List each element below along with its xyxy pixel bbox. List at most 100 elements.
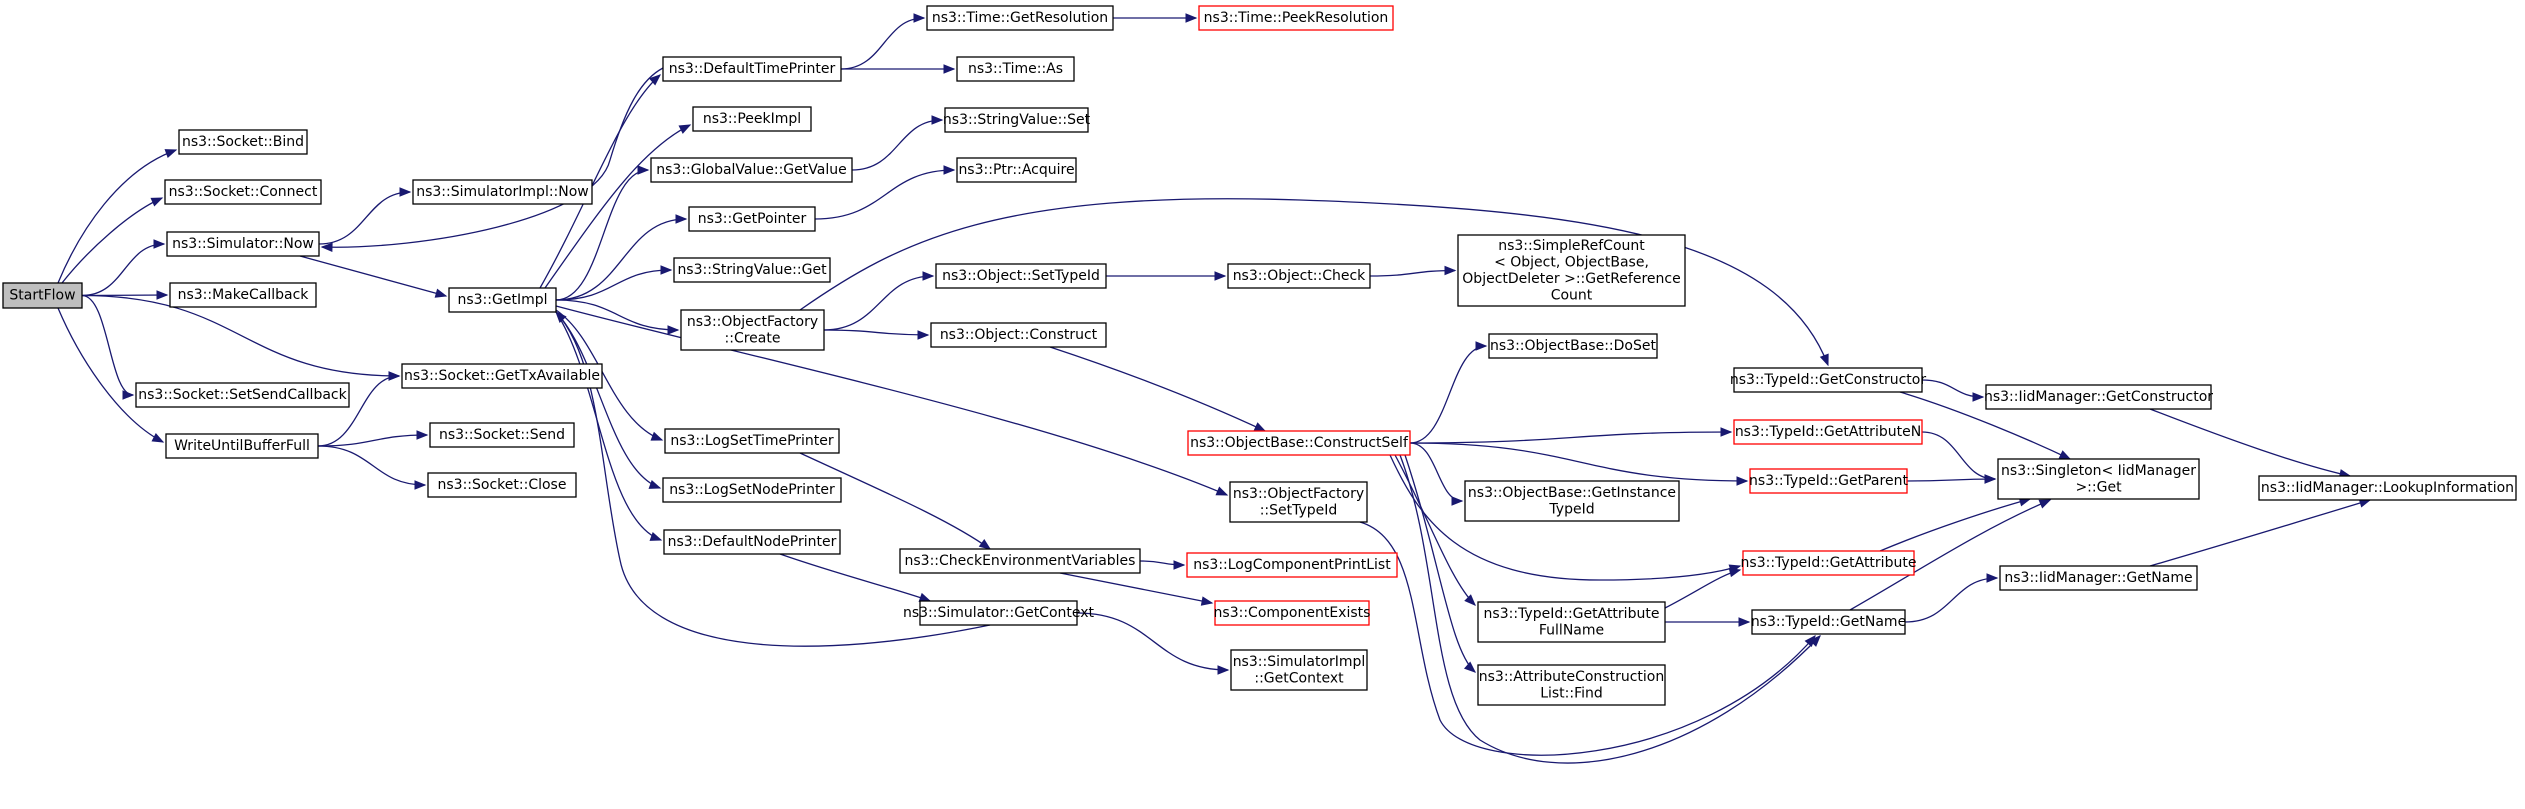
node-simplerefcount[interactable]: ns3::SimpleRefCount< Object, ObjectBase,… <box>1457 234 1686 307</box>
edge-line <box>555 305 1228 496</box>
node-singleton-get[interactable]: ns3::Singleton< IidManager>::Get <box>1997 458 2200 500</box>
node-box <box>1227 263 1371 289</box>
node-label: ns3::TypeId::GetParent <box>1749 473 1908 489</box>
node-socket-send[interactable]: ns3::Socket::Send <box>429 422 575 448</box>
node-time-peekresolution[interactable]: ns3::Time::PeekResolution <box>1198 5 1394 31</box>
node-getpointer[interactable]: ns3::GetPointer <box>688 206 816 232</box>
node-defaulttimeprinter[interactable]: ns3::DefaultTimePrinter <box>662 56 842 82</box>
node-socket-close[interactable]: ns3::Socket::Close <box>427 472 577 498</box>
node-logsetnodeprinter[interactable]: ns3::LogSetNodePrinter <box>662 477 842 503</box>
node-componentexists[interactable]: ns3::ComponentExists <box>1214 600 1371 626</box>
edge-line <box>779 553 931 602</box>
edge-line <box>1904 577 1998 623</box>
node-objectfactory-create[interactable]: ns3::ObjectFactory::Create <box>680 309 825 351</box>
edge-time-getresolution-to-time-peekresolution <box>1113 13 1198 23</box>
edge-line <box>555 309 663 441</box>
call-graph-edges <box>57 13 2372 764</box>
edge-object-check-to-simplerefcount <box>1369 265 1457 277</box>
node-makecallback[interactable]: ns3::MakeCallback <box>169 282 317 308</box>
node-writeuntilbufferfull[interactable]: WriteUntilBufferFull <box>165 433 319 459</box>
node-box <box>1733 419 1923 445</box>
edge-line <box>555 169 649 301</box>
node-simulator-now[interactable]: ns3::Simulator::Now <box>166 231 320 257</box>
edge-object-construct-to-objectbase-constructself <box>1049 346 1267 432</box>
node-label: ns3::SimpleRefCount <box>1498 238 1645 254</box>
edge-typeid-getname-to-singleton-get <box>1849 499 2052 611</box>
node-typeid-getattribute[interactable]: ns3::TypeId::GetAttribute <box>1741 550 1917 576</box>
node-objectfactory-settypeid[interactable]: ns3::ObjectFactory::SetTypeId <box>1229 481 1368 523</box>
node-label: ns3::LogComponentPrintList <box>1193 557 1391 573</box>
edge-arrowhead <box>1200 596 1214 606</box>
edge-typeid-getattributefullname-to-typeid-getname <box>1665 617 1751 627</box>
node-label: ns3::Simulator::Now <box>172 236 314 252</box>
node-ptr-acquire[interactable]: ns3::Ptr::Acquire <box>956 157 1077 183</box>
node-object-settypeid[interactable]: ns3::Object::SetTypeId <box>935 263 1107 289</box>
node-object-check[interactable]: ns3::Object::Check <box>1227 263 1371 289</box>
node-box <box>412 179 593 205</box>
node-box <box>1733 367 1923 393</box>
node-label: < Object, ObjectBase, <box>1494 254 1649 270</box>
edge-getpointer-to-ptr-acquire <box>814 165 956 220</box>
node-box <box>692 106 812 132</box>
node-socket-connect[interactable]: ns3::Socket::Connect <box>164 179 322 205</box>
node-defaultnodeprinter[interactable]: ns3::DefaultNodePrinter <box>663 529 841 555</box>
node-label: ns3::Singleton< IidManager <box>2001 463 2196 479</box>
node-label: ns3::Object::Construct <box>940 327 1098 343</box>
edge-line <box>1049 346 1266 432</box>
edge-defaulttimeprinter-to-time-getresolution <box>840 13 926 70</box>
node-simulatorimpl-now[interactable]: ns3::SimulatorImpl::Now <box>412 179 593 205</box>
edge-arrowhead <box>2058 450 2072 460</box>
edge-typeid-getconstructor-to-iidmanager-getconstructor <box>1921 379 1985 402</box>
node-iidmanager-getconstructor[interactable]: ns3::IidManager::GetConstructor <box>1984 384 2213 410</box>
node-label: ns3::GetImpl <box>457 292 547 308</box>
edge-line <box>81 294 134 396</box>
node-logcomponentprintlist[interactable]: ns3::LogComponentPrintList <box>1186 552 1398 578</box>
node-logsettimeprinter[interactable]: ns3::LogSetTimePrinter <box>664 428 840 454</box>
node-label: ns3::CheckEnvironmentVariables <box>905 553 1136 569</box>
node-object-construct[interactable]: ns3::Object::Construct <box>930 322 1107 348</box>
node-startflow[interactable]: StartFlow <box>2 282 83 309</box>
node-simulator-getcontext[interactable]: ns3::Simulator::GetContext <box>903 600 1095 626</box>
node-stringvalue-get[interactable]: ns3::StringValue::Get <box>673 257 831 283</box>
edge-arrowhead <box>1738 617 1751 627</box>
edge-arrowhead <box>2038 499 2052 509</box>
node-objectbase-constructself[interactable]: ns3::ObjectBase::ConstructSelf <box>1187 430 1411 456</box>
node-socket-bind[interactable]: ns3::Socket::Bind <box>178 129 308 155</box>
edge-arrowhead <box>150 197 164 207</box>
node-time-as[interactable]: ns3::Time::As <box>956 56 1075 82</box>
node-peekimpl[interactable]: ns3::PeekImpl <box>692 106 812 132</box>
node-typeid-getconstructor[interactable]: ns3::TypeId::GetConstructor <box>1730 367 1926 393</box>
node-typeid-getname[interactable]: ns3::TypeId::GetName <box>1751 609 1906 635</box>
node-iidmanager-lookupinformation[interactable]: ns3::IidManager::LookupInformation <box>2258 475 2517 501</box>
node-simulatorimpl-getcontext[interactable]: ns3::SimulatorImpl::GetContext <box>1230 649 1368 691</box>
edge-arrowhead <box>1728 567 1742 578</box>
node-globalvalue-getvalue[interactable]: ns3::GlobalValue::GetValue <box>650 157 853 183</box>
edge-arrowhead <box>1984 474 1997 484</box>
node-iidmanager-getname[interactable]: ns3::IidManager::GetName <box>1999 565 2198 591</box>
node-box <box>1749 468 1908 494</box>
edge-line <box>1389 454 1741 581</box>
node-box <box>662 56 842 82</box>
node-typeid-getparent[interactable]: ns3::TypeId::GetParent <box>1749 468 1908 494</box>
node-label: ns3::TypeId::GetConstructor <box>1730 372 1926 388</box>
node-label: ns3::MakeCallback <box>178 287 310 303</box>
edge-arrowhead <box>660 265 673 275</box>
node-setsendcallback[interactable]: ns3::Socket::SetSendCallback <box>135 382 350 408</box>
node-objectbase-doset[interactable]: ns3::ObjectBase::DoSet <box>1488 333 1658 359</box>
edge-objectbase-constructself-to-typeid-getparent <box>1409 442 1749 486</box>
edge-object-settypeid-to-object-check <box>1106 271 1227 281</box>
edge-typeid-getattributen-to-singleton-get <box>1921 431 1997 484</box>
edge-arrowhead <box>648 479 662 489</box>
node-getimpl[interactable]: ns3::GetImpl <box>448 287 557 313</box>
node-stringvalue-set[interactable]: ns3::StringValue::Set <box>943 107 1091 133</box>
node-typeid-getattributen[interactable]: ns3::TypeId::GetAttributeN <box>1733 419 1923 445</box>
node-time-getresolution[interactable]: ns3::Time::GetResolution <box>926 5 1114 31</box>
edge-arrowhead <box>164 149 178 158</box>
node-gettxavailable[interactable]: ns3::Socket::GetTxAvailable <box>401 363 603 389</box>
edge-startflow-to-socket-bind <box>57 149 178 284</box>
edge-getimpl-to-objectfactory-create <box>555 299 680 335</box>
node-checkenvironmentvariables[interactable]: ns3::CheckEnvironmentVariables <box>899 548 1141 574</box>
